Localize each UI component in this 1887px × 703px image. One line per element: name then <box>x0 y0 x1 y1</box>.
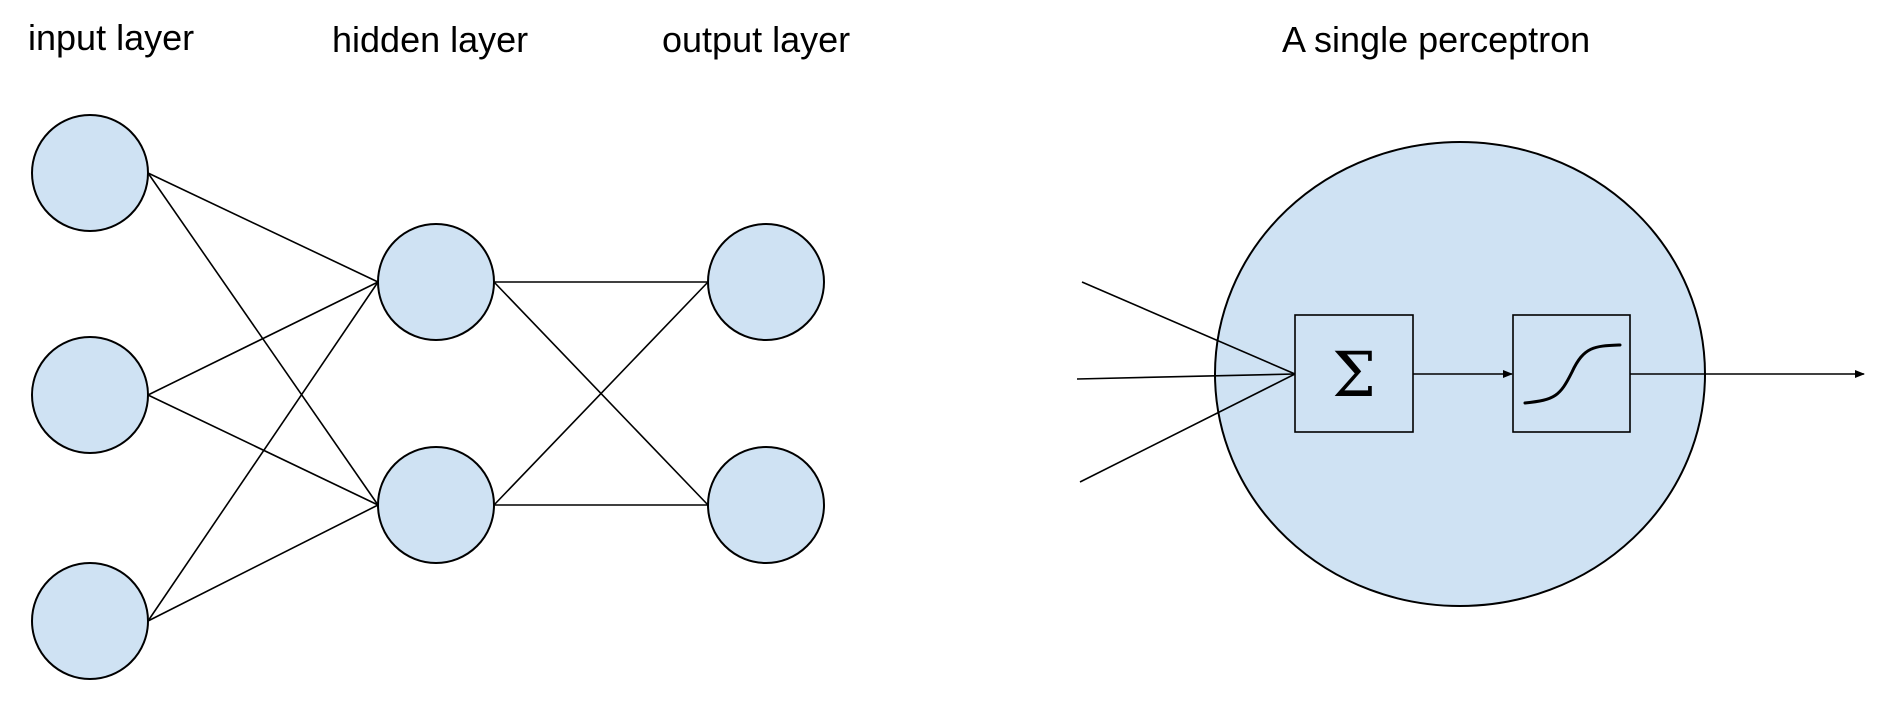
edge-input-3-to-hidden-2 <box>147 504 379 622</box>
output-node-2 <box>707 446 825 564</box>
network-connections <box>147 172 709 622</box>
input-node-1 <box>31 114 149 232</box>
input-node-3 <box>31 562 149 680</box>
perceptron-title: A single perceptron <box>1282 19 1590 60</box>
sigmoid-curve-icon <box>1523 343 1622 405</box>
edge-input-2-to-hidden-1 <box>147 281 379 396</box>
output-node-1 <box>707 223 825 341</box>
network-nodes <box>31 114 825 680</box>
summation-icon: Σ <box>1332 338 1376 411</box>
input-layer-label: input layer <box>28 17 194 58</box>
input-node-2 <box>31 336 149 454</box>
output-layer-label: output layer <box>662 19 850 60</box>
perceptron-input-2 <box>1076 373 1296 380</box>
hidden-node-1 <box>377 223 495 341</box>
perceptron-input-3 <box>1079 373 1296 483</box>
perceptron-input-1 <box>1081 281 1296 375</box>
hidden-layer-label: hidden layer <box>332 19 528 60</box>
edge-hidden-2-to-output-1 <box>493 281 709 506</box>
hidden-node-2 <box>377 446 495 564</box>
edge-input-3-to-hidden-1 <box>147 281 379 622</box>
summation-box <box>1294 314 1414 433</box>
edge-input-1-to-hidden-1 <box>147 172 379 283</box>
edge-input-2-to-hidden-2 <box>147 394 379 506</box>
